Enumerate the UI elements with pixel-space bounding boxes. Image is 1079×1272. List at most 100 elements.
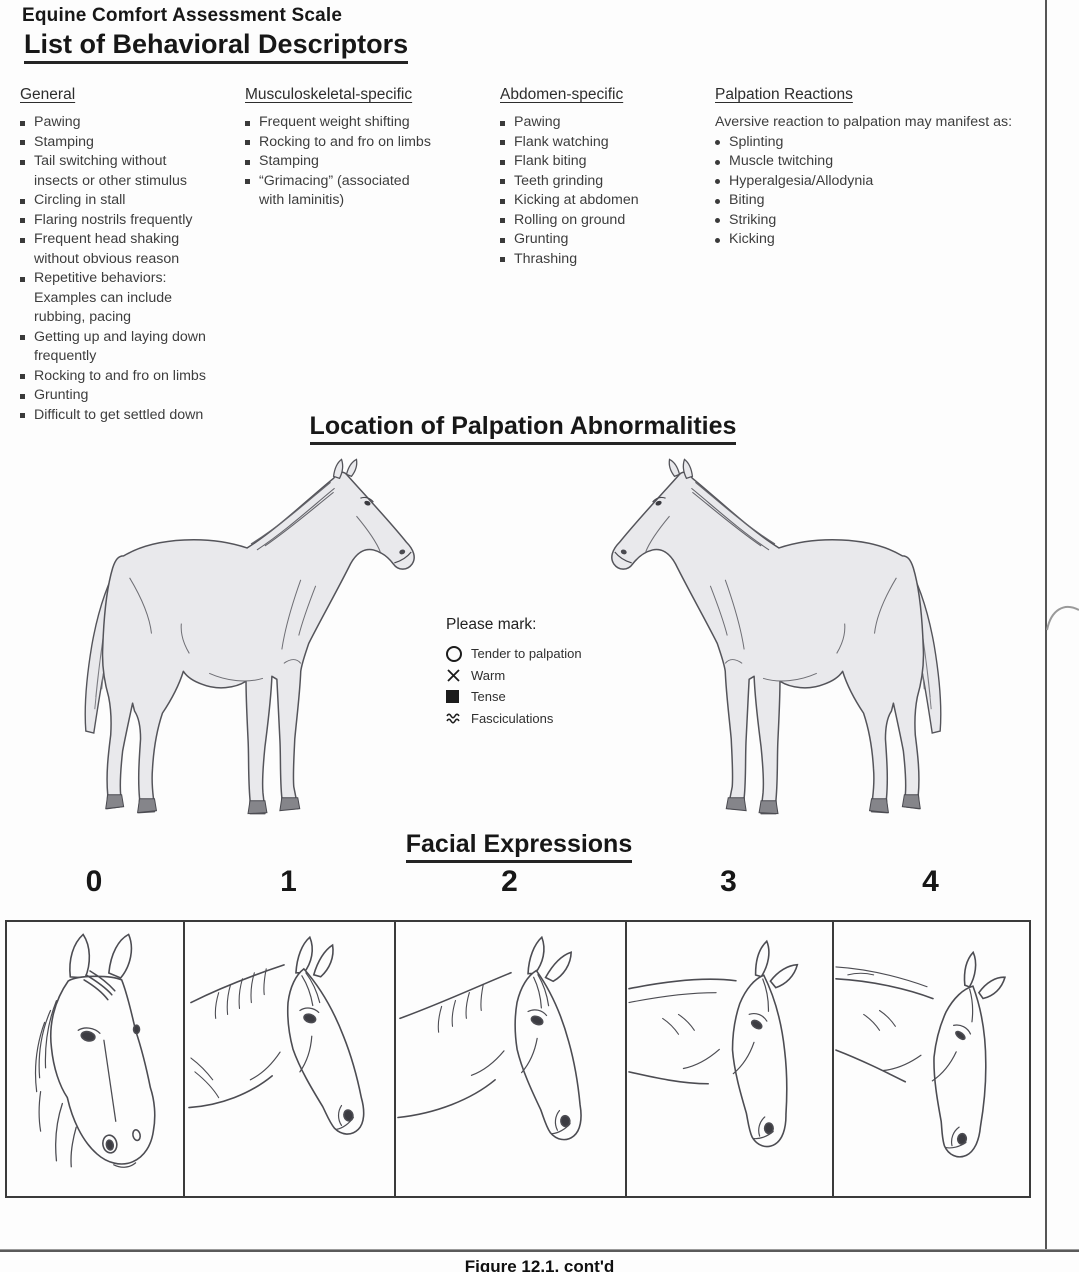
square-bullet-icon bbox=[20, 335, 25, 340]
legend-row: Warm bbox=[446, 665, 582, 687]
legend-label: Tense bbox=[471, 689, 506, 705]
list-item: Pawing bbox=[500, 113, 715, 133]
round-bullet-icon bbox=[715, 179, 720, 184]
palpation-section-heading: Location of Palpation Abnormalities bbox=[309, 412, 737, 445]
legend-label: Tender to palpation bbox=[471, 646, 582, 662]
list-item: Circling in stall bbox=[20, 191, 242, 211]
list-item: Biting bbox=[715, 191, 1047, 211]
legend-row: Tender to palpation bbox=[446, 643, 582, 665]
horse-lateral-view-left bbox=[52, 456, 450, 824]
square-bullet-icon bbox=[20, 237, 25, 243]
facial-panel-0 bbox=[7, 922, 183, 1196]
score-label-2: 2 bbox=[501, 865, 518, 898]
facial-expression-score-4-image bbox=[835, 950, 1007, 1158]
round-bullet-icon bbox=[715, 237, 720, 243]
square-bullet-icon bbox=[245, 140, 250, 145]
square-bullet-icon bbox=[20, 413, 25, 418]
wavy-lines-icon bbox=[446, 712, 463, 725]
list-item: Splinting bbox=[715, 133, 1047, 153]
square-bullet-icon bbox=[20, 374, 25, 379]
square-bullet-icon bbox=[20, 120, 25, 126]
palpation-heading-band: Location of Palpation Abnormalities bbox=[0, 412, 1046, 445]
facial-section-heading: Facial Expressions bbox=[405, 830, 633, 863]
list-item: Stamping bbox=[20, 133, 242, 153]
square-bullet-icon bbox=[20, 393, 25, 399]
circle-outline-icon bbox=[446, 645, 463, 662]
square-bullet-icon bbox=[245, 159, 250, 165]
list-item: Tail switching without insects or other … bbox=[20, 152, 242, 191]
round-bullet-icon bbox=[715, 198, 720, 204]
column-heading: Musculoskeletal-specific bbox=[245, 86, 413, 103]
score-label-0: 0 bbox=[85, 865, 103, 898]
list-item: Hyperalgesia/Allodynia bbox=[715, 172, 1047, 192]
square-bullet-icon bbox=[500, 120, 505, 126]
filled-square-icon bbox=[446, 690, 463, 704]
square-bullet-icon bbox=[500, 140, 505, 145]
column-musculoskeletal: Musculoskeletal-specific Frequent weight… bbox=[245, 86, 475, 211]
list-item: Frequent head shaking without obvious re… bbox=[20, 230, 242, 269]
round-bullet-icon bbox=[715, 159, 720, 165]
legend-row: Tense bbox=[446, 686, 582, 708]
list-item: Striking bbox=[715, 211, 1047, 231]
square-bullet-icon bbox=[500, 257, 505, 262]
list-item: Kicking at abdomen bbox=[500, 191, 715, 211]
column-heading: General bbox=[20, 86, 76, 103]
adjacent-page-edge-curve bbox=[1046, 605, 1079, 631]
column-palpation-reactions: Palpation Reactions Aversive reaction to… bbox=[715, 86, 1047, 250]
square-bullet-icon bbox=[500, 237, 505, 243]
list-item: Rolling on ground bbox=[500, 211, 715, 231]
facial-panel-4 bbox=[832, 922, 1029, 1196]
list-item: “Grimacing” (associated with laminitis) bbox=[245, 172, 475, 211]
figure-bottom-rule bbox=[0, 1249, 1079, 1252]
facial-panel-2 bbox=[394, 922, 625, 1196]
list-item: Grunting bbox=[500, 230, 715, 250]
list-item: Flank watching bbox=[500, 133, 715, 153]
legend-label: Fasciculations bbox=[471, 710, 554, 726]
legend-row: Fasciculations bbox=[446, 708, 582, 730]
page-heading: List of Behavioral Descriptors bbox=[24, 29, 409, 64]
palpation-intro-text: Aversive reaction to palpation may manif… bbox=[715, 114, 1013, 130]
column-heading: Palpation Reactions bbox=[715, 86, 853, 103]
page-title: Equine Comfort Assessment Scale bbox=[22, 5, 343, 26]
column-general: General Pawing Stamping Tail switching w… bbox=[20, 86, 242, 425]
square-bullet-icon bbox=[20, 140, 25, 145]
facial-heading-band: Facial Expressions bbox=[0, 830, 1038, 863]
list-item: Stamping bbox=[245, 152, 475, 172]
legend-title: Please mark: bbox=[446, 616, 537, 633]
figure-caption: Figure 12.1, cont'd bbox=[464, 1257, 615, 1272]
facial-expression-score-3-image bbox=[628, 939, 799, 1148]
list-item: Getting up and laying down frequently bbox=[20, 328, 242, 367]
list-item: Frequent weight shifting bbox=[245, 113, 475, 133]
list-item: Flank biting bbox=[500, 152, 715, 172]
page-right-border bbox=[1045, 0, 1047, 1251]
square-bullet-icon bbox=[500, 159, 505, 165]
round-bullet-icon bbox=[715, 218, 720, 223]
square-bullet-icon bbox=[500, 198, 505, 204]
square-bullet-icon bbox=[20, 198, 25, 204]
list-item: Pawing bbox=[20, 113, 242, 133]
facial-expression-score-2-image bbox=[397, 935, 582, 1141]
list-item: Teeth grinding bbox=[500, 172, 715, 192]
square-bullet-icon bbox=[245, 179, 250, 184]
list-item: Grunting bbox=[20, 386, 242, 406]
score-label-4: 4 bbox=[922, 865, 939, 898]
facial-score-row: 0 1 2 3 4 bbox=[5, 864, 1029, 900]
list-item: Rocking to and fro on limbs bbox=[245, 133, 475, 153]
horse-lateral-view-right bbox=[576, 456, 974, 824]
square-bullet-icon bbox=[500, 179, 505, 184]
list-item: Muscle twitching bbox=[715, 152, 1047, 172]
list-item: Thrashing bbox=[500, 250, 715, 270]
square-bullet-icon bbox=[500, 218, 505, 223]
x-mark-icon bbox=[446, 668, 463, 683]
column-heading: Abdomen-specific bbox=[500, 86, 624, 103]
score-label-1: 1 bbox=[280, 865, 297, 898]
square-bullet-icon bbox=[20, 159, 25, 165]
facial-expression-score-0-image bbox=[34, 933, 156, 1168]
list-item: Kicking bbox=[715, 230, 1047, 250]
square-bullet-icon bbox=[245, 120, 250, 126]
facial-panel-3 bbox=[625, 922, 832, 1196]
column-abdomen: Abdomen-specific Pawing Flank watching F… bbox=[500, 86, 715, 269]
legend-label: Warm bbox=[471, 667, 506, 683]
square-bullet-icon bbox=[20, 218, 25, 223]
